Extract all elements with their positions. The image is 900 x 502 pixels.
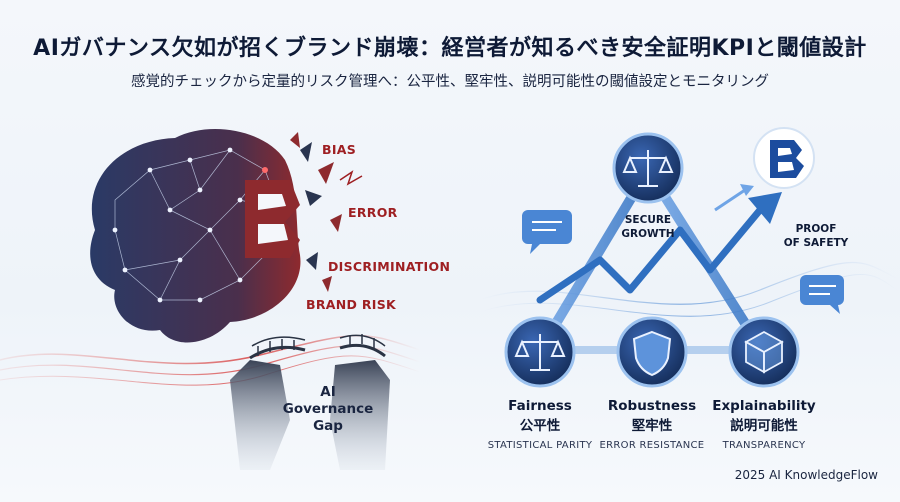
pillar-explainability-en: Explainability (712, 398, 816, 414)
pillar-explainability-jp: 説明可能性 (730, 418, 798, 434)
pillar-fairness: Fairness 公平性 STATISTICAL PARITY (470, 398, 610, 451)
pillar-explainability: Explainability 説明可能性 TRANSPARENCY (694, 398, 834, 451)
broken-bridge-icon (230, 334, 390, 470)
shattered-brand-logo-icon (245, 132, 363, 292)
proof-line-2: OF SAFETY (783, 237, 849, 249)
gap-line-1: AI (320, 384, 336, 400)
pillar-fairness-en: Fairness (508, 398, 572, 414)
secure-growth-line-1: SECURE (624, 214, 672, 226)
balance-scale-icon (514, 334, 566, 371)
risk-label-discrimination: DISCRIMINATION (328, 259, 451, 274)
risk-label-brand-risk: BRAND RISK (306, 297, 396, 312)
secure-growth-line-2: GROWTH (621, 228, 675, 240)
pillar-robustness-sub: ERROR RESISTANCE (599, 440, 705, 451)
pillar-robustness-en: Robustness (607, 398, 697, 414)
growth-arrow-icon (536, 184, 782, 304)
chat-bubble-icon (522, 210, 572, 254)
shield-icon (632, 330, 672, 377)
footer-credit: 2025 AI KnowledgeFlow (734, 468, 878, 482)
risk-label-error: ERROR (348, 205, 398, 220)
transparent-cube-icon (744, 330, 784, 374)
pillar-robustness: Robustness 堅牢性 ERROR RESISTANCE (582, 398, 722, 451)
page-title: AIガバナンス欠如が招くブランド崩壊：経営者が知るべき安全証明KPIと閾値設計 (33, 36, 867, 61)
page-subtitle: 感覚的チェックから定量的リスク管理へ：公平性、堅牢性、説明可能性の閾値設定とモニ… (131, 74, 769, 90)
gap-line-2: Governance (282, 401, 374, 417)
pillar-fairness-jp: 公平性 (519, 418, 561, 434)
pillar-fairness-sub: STATISTICAL PARITY (487, 440, 593, 451)
chat-bubble-icon (800, 275, 844, 314)
balance-scale-icon (622, 150, 674, 187)
proof-of-safety-label: PROOF OF SAFETY (768, 222, 864, 250)
risk-label-bias: BIAS (322, 142, 357, 157)
gap-line-3: Gap (313, 418, 343, 434)
proof-line-1: PROOF (795, 223, 837, 235)
brand-b-logo-icon (753, 127, 815, 189)
governance-gap-label: AI Governance Gap (268, 384, 388, 435)
pillar-explainability-sub: TRANSPARENCY (722, 440, 806, 451)
pillar-robustness-jp: 堅牢性 (631, 418, 673, 434)
secure-growth-label: SECURE GROWTH (600, 213, 696, 241)
